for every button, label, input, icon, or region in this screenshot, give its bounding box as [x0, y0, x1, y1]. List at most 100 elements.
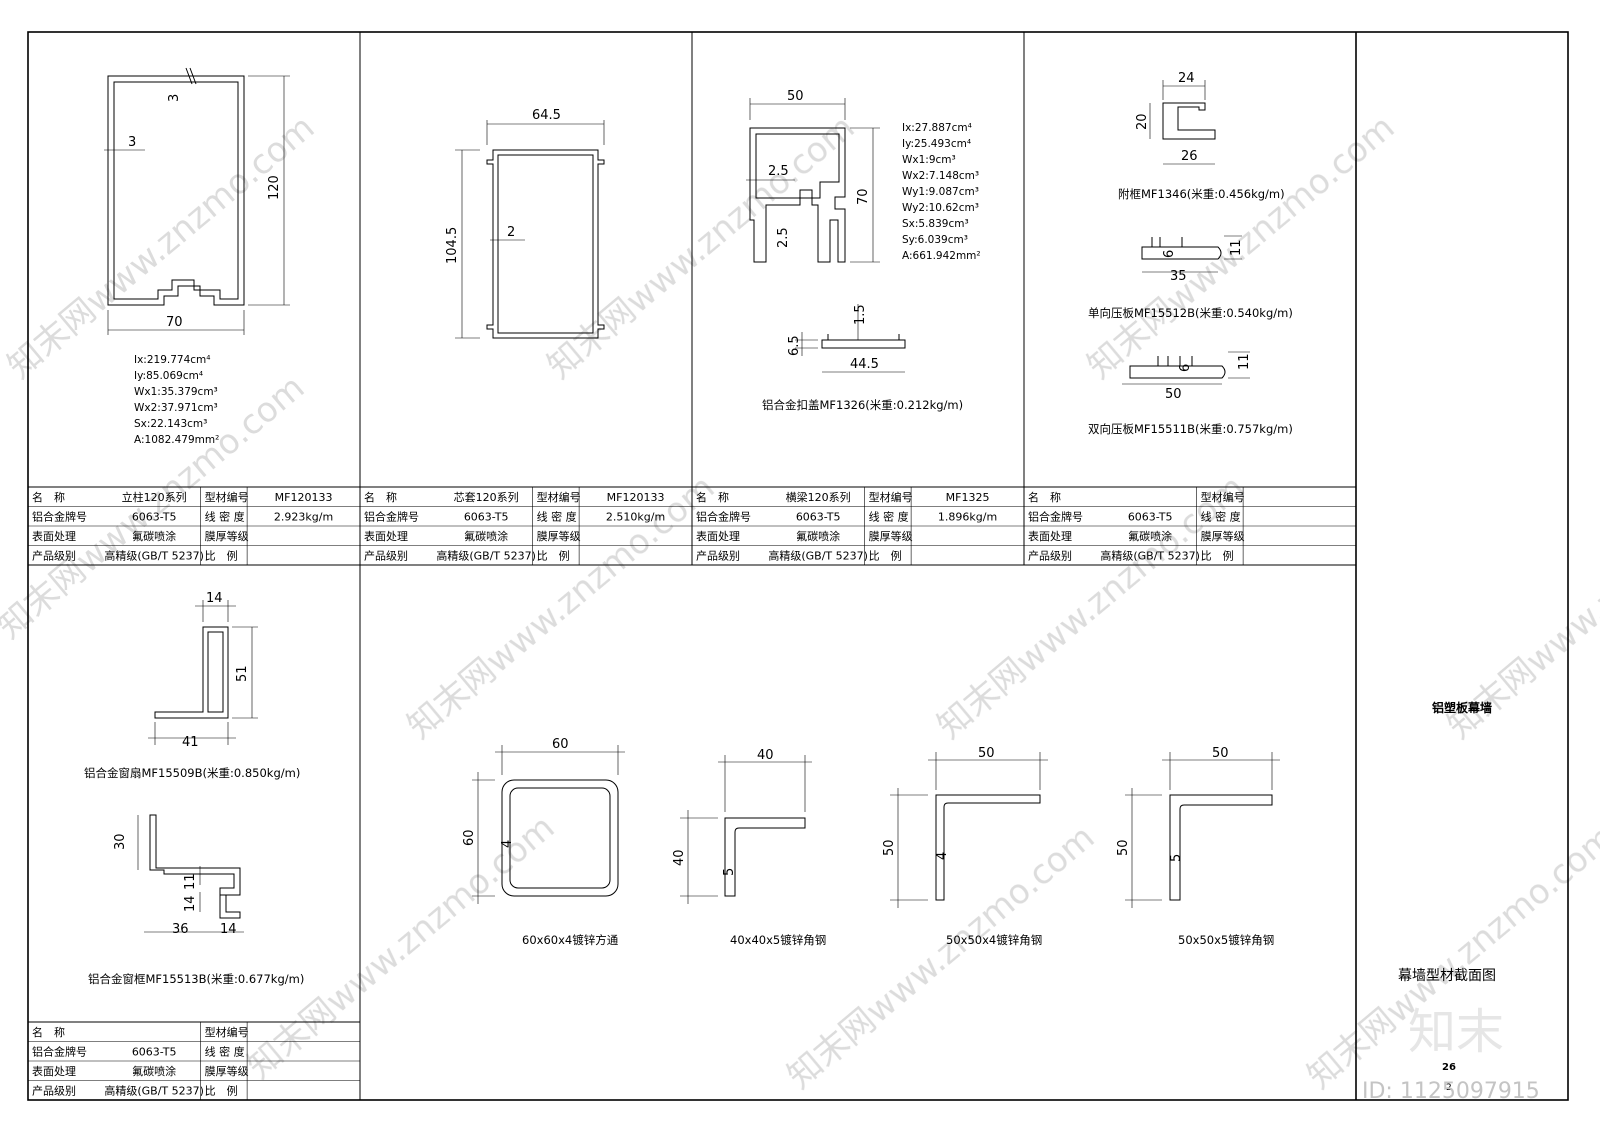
- square-tube-width-dim: 60: [552, 737, 569, 752]
- table-cell: 高精级(GB/T 5237): [436, 549, 536, 563]
- table-cell: 表面处理: [364, 529, 408, 543]
- table-cell: 线 密 度: [205, 1045, 245, 1059]
- project-label: 铝塑板幕墙: [1432, 700, 1492, 715]
- angle-40-width-dim: 40: [757, 748, 774, 763]
- transom-prop: Ix:27.887cm⁴: [902, 122, 972, 134]
- table-cell: 芯套120系列: [454, 490, 519, 504]
- table-cell: 比 例: [1201, 549, 1234, 563]
- transom-dim-b: 2.5: [776, 227, 791, 248]
- transom-dim-a: 2.5: [768, 164, 789, 179]
- table-cell: 产品级别: [1028, 549, 1072, 563]
- table-cell: MF120133: [275, 491, 333, 504]
- single-plate-width-dim: 35: [1170, 269, 1187, 284]
- window-sash-height-dim: 51: [235, 665, 250, 682]
- watermark: 知末网www.znzmo.com: [540, 107, 862, 386]
- watermark: 知末网www.znzmo.com: [400, 467, 722, 746]
- table-cell: 比 例: [205, 1084, 238, 1098]
- table-cell: 膜厚等级: [537, 529, 581, 543]
- table-cell: 型材编号: [205, 1025, 249, 1039]
- table-cell: 膜厚等级: [869, 529, 913, 543]
- id-label: ID: 1125097915: [1362, 1079, 1540, 1104]
- sub-frame-profile: 24 26 20 附框MF1346(米重:0.456kg/m): [1118, 71, 1285, 201]
- mullion-profile: 120 70 3 3 Ix:219.774cm⁴ Iy:85.069cm⁴ Wx…: [104, 67, 290, 446]
- table-cell: 高精级(GB/T 5237): [104, 549, 204, 563]
- table-cell: 6063-T5: [464, 511, 509, 524]
- angle-40-caption: 40x40x5镀锌角钢: [730, 933, 826, 947]
- mullion-wall-top-dim: 3: [167, 94, 182, 102]
- table-cell: 高精级(GB/T 5237): [104, 1084, 204, 1098]
- window-sash-top-dim: 14: [206, 591, 223, 606]
- table-cell: 立柱120系列: [122, 490, 187, 504]
- table-cell: 线 密 度: [1201, 510, 1241, 524]
- watermark: 知末网www.znzmo.com: [930, 467, 1252, 746]
- window-frame-dim-a: 11: [183, 873, 198, 890]
- table-cell: 铝合金牌号: [696, 510, 751, 524]
- table-cell: 线 密 度: [537, 510, 577, 524]
- sheet-number: 26: [1442, 1062, 1456, 1073]
- table-cell: 名 称: [32, 490, 65, 504]
- window-sash-caption: 铝合金窗扇MF15509B(米重:0.850kg/m): [84, 766, 300, 780]
- angle-50-5-width-dim: 50: [1212, 746, 1229, 761]
- table-cell: 名 称: [364, 490, 397, 504]
- table-cell: 高精级(GB/T 5237): [768, 549, 868, 563]
- core-height-dim: 104.5: [445, 227, 460, 264]
- cover-cap-lip-dim: 1.5: [853, 304, 868, 325]
- watermark: 知末网www.znzmo.com: [240, 807, 562, 1086]
- window-frame-dim-b: 14: [183, 895, 198, 912]
- angle-50-4-profile: 50 50 4 50x50x4镀锌角钢: [882, 746, 1048, 947]
- mullion-prop: A:1082.479mm²: [134, 434, 219, 446]
- transom-prop: Sy:6.039cm³: [902, 234, 968, 246]
- single-plate-dim-a: 6: [1162, 250, 1177, 258]
- table-cell: 6063-T5: [796, 511, 841, 524]
- window-sash-width-dim: 41: [182, 735, 199, 750]
- window-frame-dim-c: 14: [220, 922, 237, 937]
- angle-40-height-dim: 40: [672, 849, 687, 866]
- table-cell: 铝合金牌号: [1028, 510, 1083, 524]
- square-tube-profile: 60 60 4 60x60x4镀锌方通: [462, 737, 625, 947]
- double-plate-caption: 双向压板MF15511B(米重:0.757kg/m): [1088, 422, 1293, 436]
- mullion-prop: Ix:219.774cm⁴: [134, 354, 210, 366]
- sub-frame-top-dim: 24: [1178, 71, 1195, 86]
- angle-50-4-thickness-dim: 4: [935, 852, 950, 860]
- table-cell: 6063-T5: [132, 1046, 177, 1059]
- table-cell: 氟碳喷涂: [132, 1064, 176, 1078]
- watermark: 知末网www.znzmo.com: [0, 107, 322, 386]
- double-plate-dim-a: 6: [1178, 364, 1193, 372]
- table-cell: MF120133: [607, 491, 665, 504]
- sub-frame-caption: 附框MF1346(米重:0.456kg/m): [1118, 187, 1285, 201]
- transom-prop: Sx:5.839cm³: [902, 218, 969, 230]
- table-cell: 比 例: [537, 549, 570, 563]
- angle-50-5-profile: 50 50 5 50x50x5镀锌角钢: [1116, 746, 1280, 947]
- table-cell: 名 称: [1028, 490, 1061, 504]
- single-plate-profile: 35 6 11 单向压板MF15512B(米重:0.540kg/m): [1088, 235, 1293, 320]
- table-cell: 名 称: [696, 490, 729, 504]
- mullion-prop: Sx:22.143cm³: [134, 418, 207, 430]
- transom-prop: Wx2:7.148cm³: [902, 170, 979, 182]
- table-cell: 铝合金牌号: [364, 510, 419, 524]
- square-tube-caption: 60x60x4镀锌方通: [522, 933, 619, 947]
- mullion-prop: Wx1:35.379cm³: [134, 386, 218, 398]
- transom-prop: Iy:25.493cm⁴: [902, 138, 971, 150]
- table-cell: 产品级别: [32, 1084, 76, 1098]
- table-cell: 氟碳喷涂: [796, 529, 840, 543]
- title-block: 铝塑板幕墙 幕墙型材截面图 知末 26 2 ID: 1125097915: [1362, 700, 1540, 1104]
- table-cell: 型材编号: [205, 490, 249, 504]
- angle-50-4-height-dim: 50: [882, 839, 897, 856]
- transom-width-dim: 50: [787, 89, 804, 104]
- table-cell: 膜厚等级: [205, 529, 249, 543]
- table-cell: 名 称: [32, 1025, 65, 1039]
- mullion-prop: Iy:85.069cm⁴: [134, 370, 203, 382]
- single-plate-dim-b: 11: [1229, 239, 1244, 256]
- table-cell: 产品级别: [364, 549, 408, 563]
- window-frame-profile: 30 11 14 36 14 铝合金窗框MF15513B(米重:0.677kg/…: [88, 814, 304, 986]
- angle-50-5-height-dim: 50: [1116, 839, 1131, 856]
- table-cell: 表面处理: [696, 529, 740, 543]
- sheet-sub-number: 2: [1446, 1083, 1452, 1093]
- transom-profile: 50 70 2.5 2.5 Ix:27.887cm⁴ Iy:25.493cm⁴ …: [746, 89, 981, 263]
- double-plate-dim-b: 11: [1237, 353, 1252, 370]
- window-frame-height-dim: 30: [113, 833, 128, 850]
- cover-cap-width-dim: 44.5: [850, 357, 879, 372]
